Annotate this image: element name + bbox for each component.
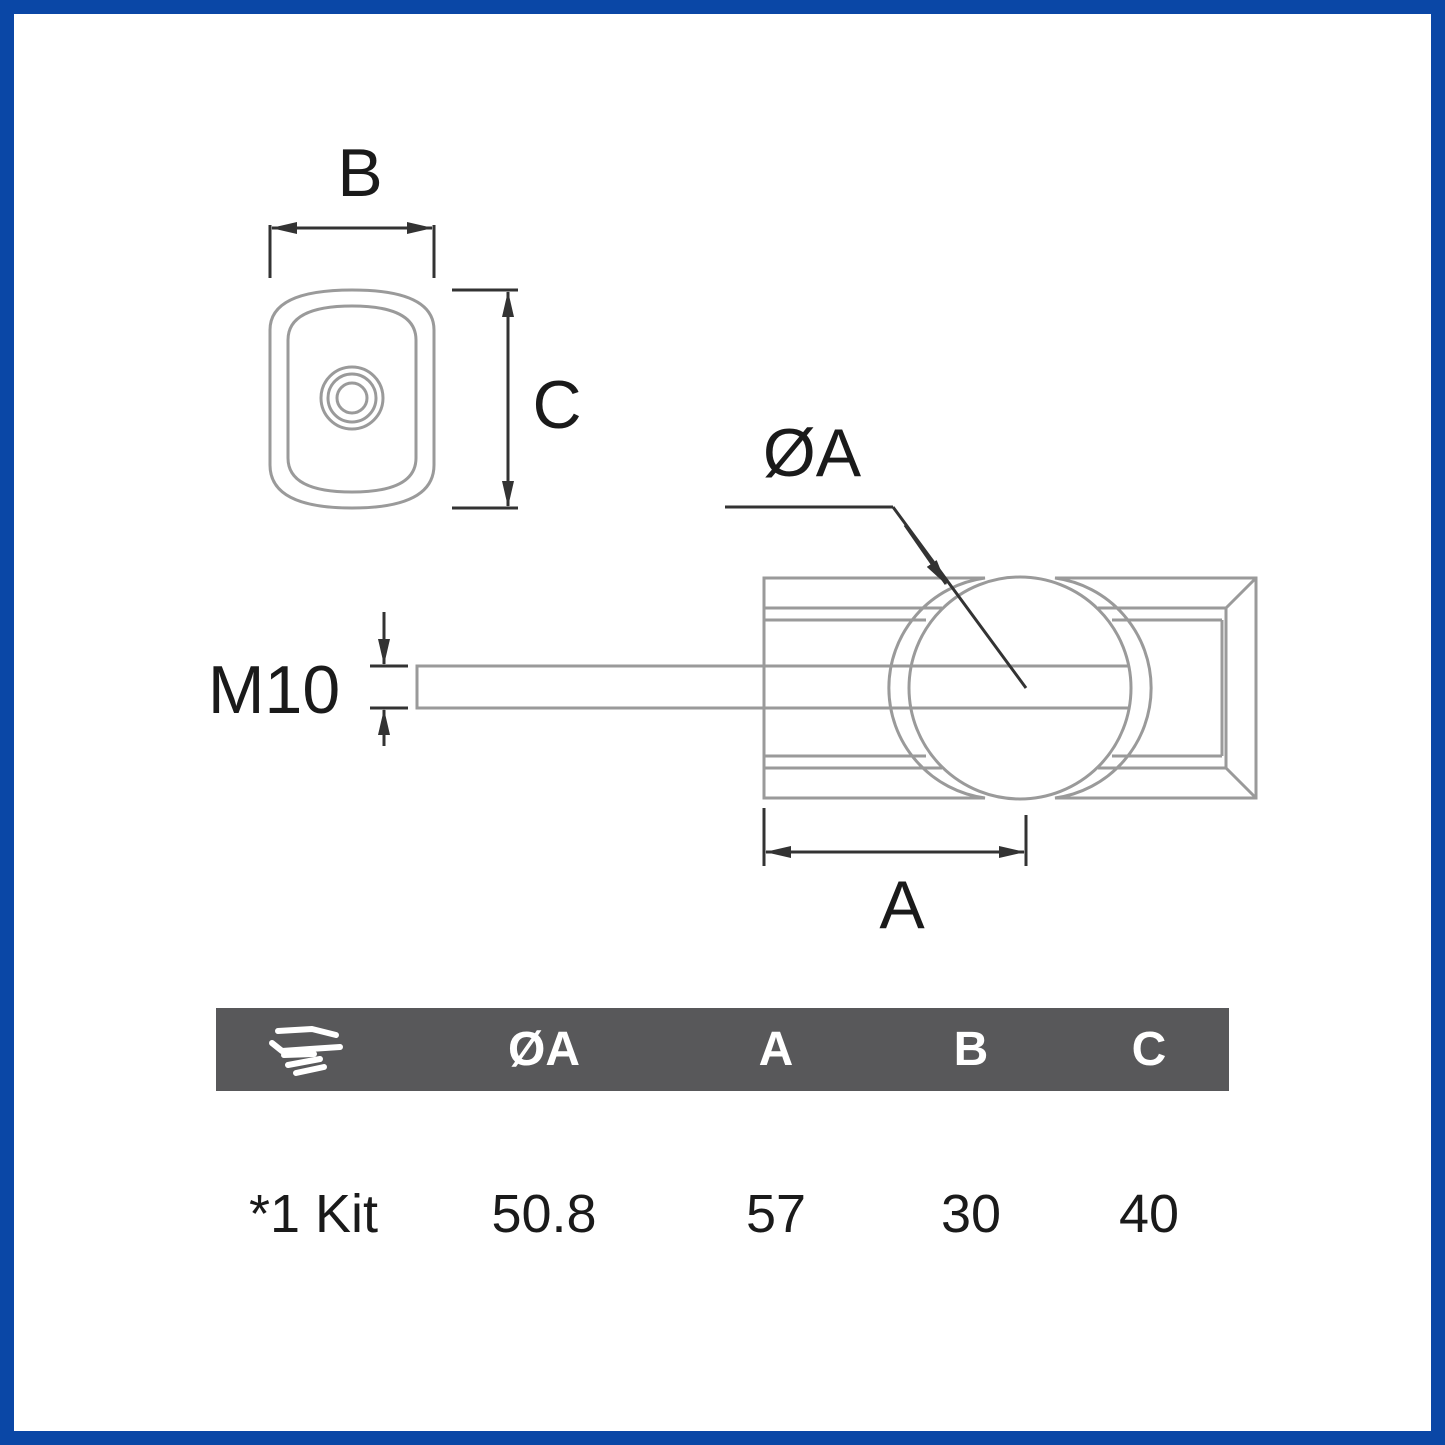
header-phi-a: ØA bbox=[508, 1023, 580, 1076]
row-a: 57 bbox=[745, 1184, 807, 1244]
dim-label-phi-a: ØA bbox=[763, 415, 862, 491]
row-kit: *1 Kit bbox=[248, 1184, 379, 1244]
kit-box-icon bbox=[269, 1026, 343, 1076]
header-b: B bbox=[953, 1023, 989, 1076]
dimension-a bbox=[762, 808, 1028, 866]
dimension-m10 bbox=[370, 612, 408, 746]
plate-end-view bbox=[268, 288, 436, 510]
header-c: C bbox=[1131, 1023, 1167, 1076]
header-a: A bbox=[758, 1023, 794, 1076]
row-phi-a: 50.8 bbox=[491, 1184, 597, 1244]
dimension-c bbox=[452, 288, 518, 510]
row-c: 40 bbox=[1118, 1184, 1180, 1244]
dim-label-m10: M10 bbox=[208, 652, 340, 728]
dim-label-b: B bbox=[337, 135, 382, 211]
dim-label-a: A bbox=[879, 867, 925, 943]
table-row: *1 Kit 50.8 57 30 40 bbox=[216, 1091, 1229, 1251]
spec-table-header: ØA A B C bbox=[216, 1008, 1229, 1091]
dim-label-c: C bbox=[532, 367, 581, 443]
dimension-b bbox=[268, 222, 436, 278]
dimension-phi-a-leader bbox=[725, 505, 1028, 689]
spec-table: ØA A B C *1 Kit 50.8 57 30 40 bbox=[216, 1008, 1229, 1251]
clamp-side-view bbox=[415, 575, 1258, 801]
row-b: 30 bbox=[940, 1184, 1002, 1244]
